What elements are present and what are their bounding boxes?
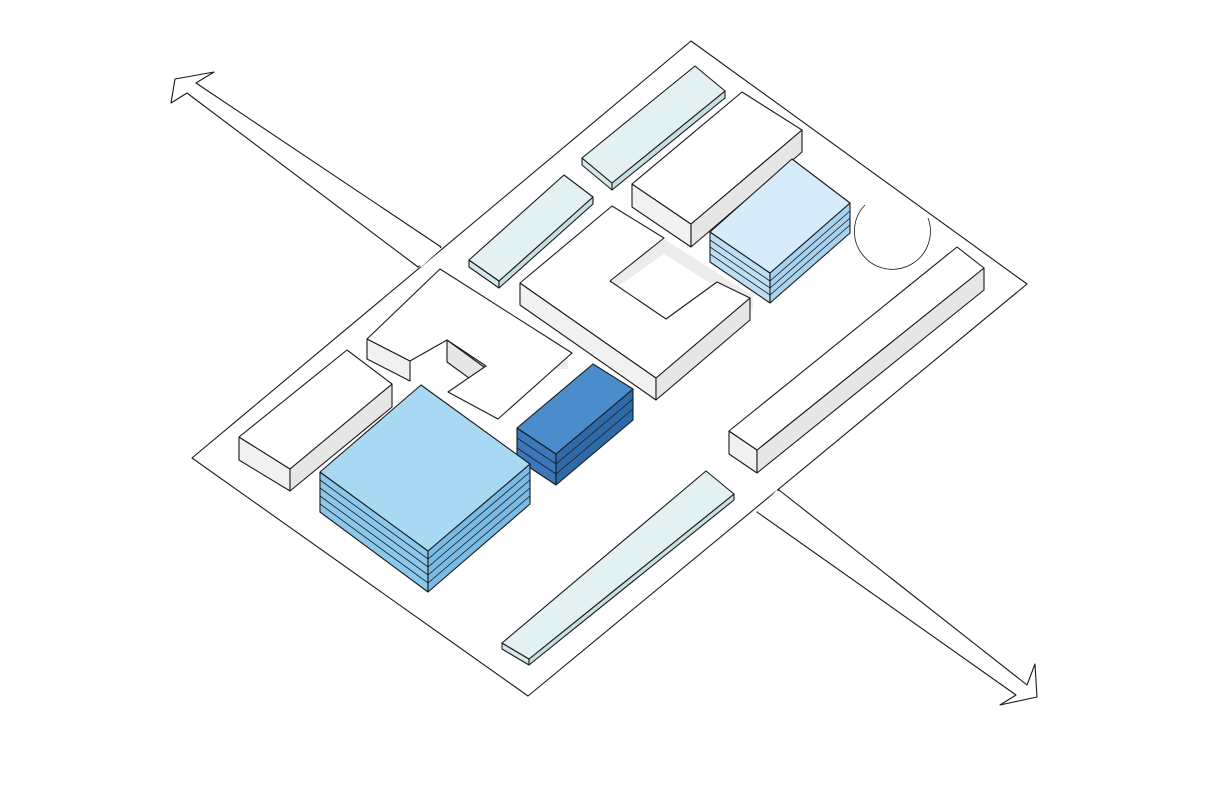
- neutral-block-northeast: [631, 91, 803, 248]
- neutral-bar-east: [728, 246, 985, 474]
- u-block-center: [519, 205, 751, 401]
- road-crossing-gap-left: [418, 246, 442, 268]
- light-blue-building: [319, 384, 531, 593]
- slab-building-north-1: [581, 65, 726, 191]
- pale-blue-building: [709, 158, 851, 304]
- neutral-block-west: [238, 349, 393, 492]
- dark-blue-building: [516, 363, 634, 486]
- slab-building-north-2: [468, 174, 594, 289]
- road-crossing-gap-right: [756, 489, 780, 514]
- s-block-center-west: [366, 268, 573, 420]
- slab-building-south: [501, 470, 735, 666]
- road-northwest-arrow: [170, 71, 442, 268]
- road-southeast-arrow: [756, 489, 1038, 706]
- circular-plaza: [854, 204, 931, 270]
